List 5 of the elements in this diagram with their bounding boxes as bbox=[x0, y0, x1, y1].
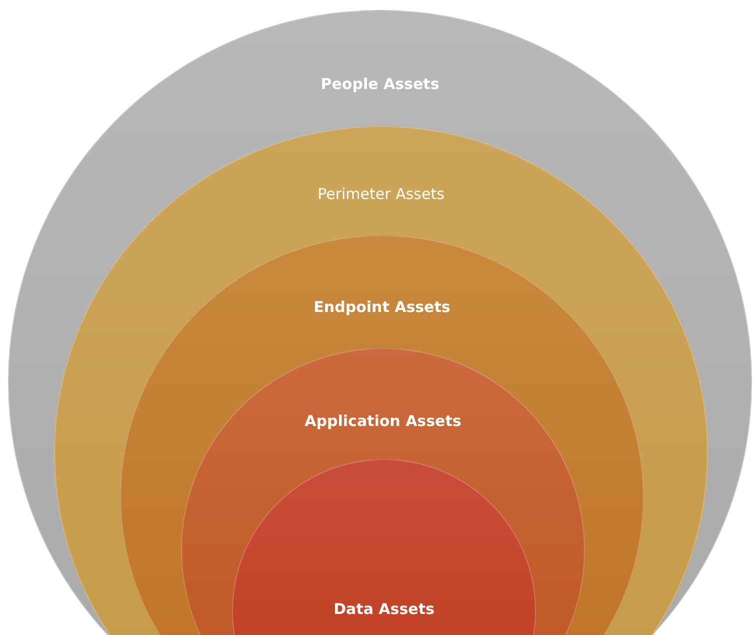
band-label: Data Assets bbox=[334, 600, 434, 618]
band-label: Endpoint Assets bbox=[314, 298, 450, 316]
band-label: People Assets bbox=[320, 75, 440, 93]
band-label: Perimeter Assets bbox=[318, 185, 444, 203]
band-label: Application Assets bbox=[304, 412, 462, 430]
